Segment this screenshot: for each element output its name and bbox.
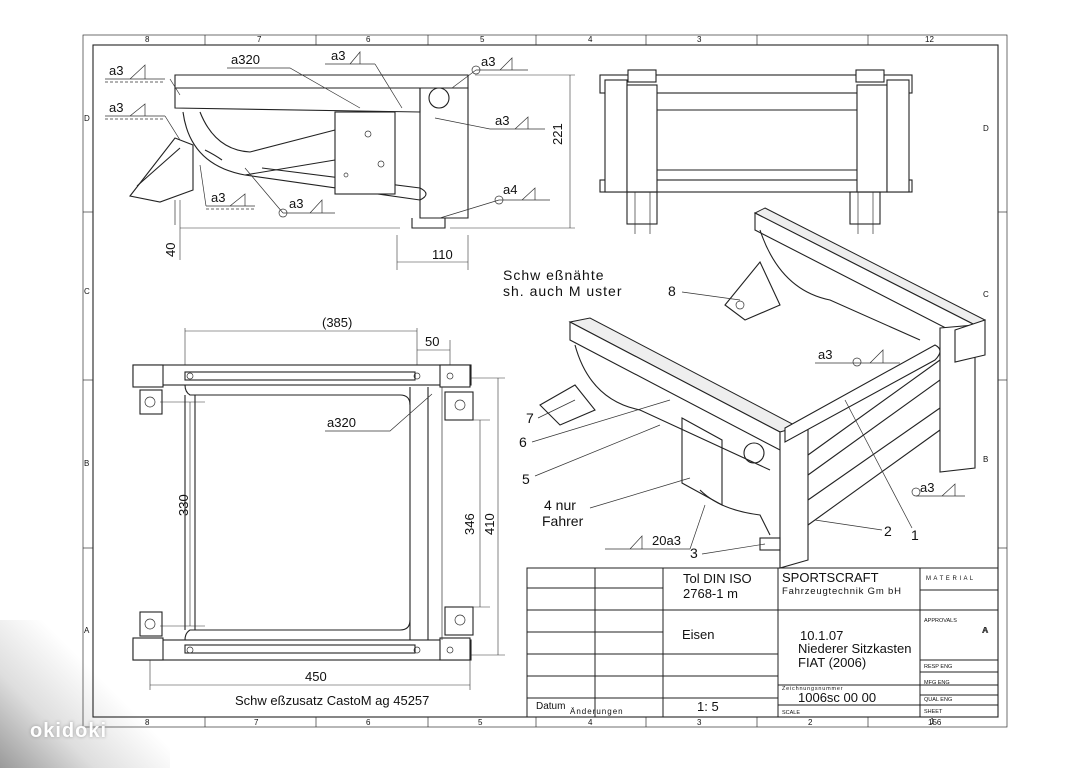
zone-right-2: C <box>983 290 989 299</box>
weld-a3-5: a3 <box>495 113 509 128</box>
callout-6: 6 <box>519 434 527 450</box>
company-name: SPORTSCRAFT <box>782 570 879 585</box>
title-block <box>526 567 999 718</box>
isometric-view <box>539 207 987 569</box>
zone-frame <box>82 34 1008 728</box>
side-view-welds: a3 a320 a3 a3 a3 a3 a3 a3 a4 <box>105 48 550 219</box>
zone-top-4: 5 <box>480 35 485 44</box>
datum-label: Datum <box>536 701 565 712</box>
callout-1: 1 <box>911 527 919 543</box>
iso-weld-a3-1: a3 <box>818 347 832 362</box>
weld-a3-3: a3 <box>481 54 495 69</box>
drawing-number-label: Zeichnungsnummer <box>782 686 843 692</box>
zone-bottom-4: 5 <box>478 718 483 727</box>
callout-4-line2: Fahrer <box>542 513 584 529</box>
callout-5: 5 <box>522 471 530 487</box>
dim-50: 50 <box>425 334 439 349</box>
tolerance-line2: 2768-1 m <box>683 586 738 601</box>
callout-3: 3 <box>690 545 698 561</box>
plan-weld-a320: a320 <box>327 415 356 430</box>
zone-bottom-2: 7 <box>254 718 259 727</box>
side-view <box>129 74 469 229</box>
drawing-number: 1006sc 00 00 <box>798 690 876 705</box>
zone-top-6: 3 <box>697 35 702 44</box>
zone-top-7: 12 <box>925 35 934 44</box>
zone-ticks <box>83 35 1007 727</box>
dim-221: 221 <box>550 123 565 145</box>
dim-410: 410 <box>482 513 497 535</box>
zone-top-2: 7 <box>257 35 262 44</box>
material-label: M A T E R I A L <box>926 576 974 582</box>
scale-label: SCALE <box>782 710 800 716</box>
sheet-label: SHEET <box>924 709 943 715</box>
zone-left-3: B <box>84 459 89 468</box>
tolerance-line1: Tol DIN ISO <box>683 571 752 586</box>
zone-right-1: D <box>983 124 989 133</box>
material-value: Eisen <box>682 627 715 642</box>
qual-eng-label: QUAL ENG <box>924 697 952 703</box>
zone-bottom-8: 156 <box>928 718 942 727</box>
drawing-title-1: Niederer Sitzkasten <box>798 641 911 656</box>
company-subtitle: Fahrzeugtechnik Gm bH <box>782 586 902 597</box>
zone-bottom-6: 3 <box>697 718 702 727</box>
dim-110: 110 <box>432 247 453 262</box>
callout-2: 2 <box>884 523 892 539</box>
iso-weld-a3-2: a3 <box>920 480 934 495</box>
weld-a3-2: a3 <box>331 48 345 63</box>
plan-view <box>132 364 474 661</box>
callout-7: 7 <box>526 410 534 426</box>
weld-note-line2: sh. auch M uster <box>503 283 623 299</box>
size-label: A <box>982 626 988 635</box>
weld-a3-1: a3 <box>109 63 123 78</box>
weld-a4: a4 <box>503 182 517 197</box>
weld-additive-note: Schw eßzusatz CastoM ag 45257 <box>235 693 429 708</box>
sheet-number: 1 <box>930 717 935 726</box>
drawing-date: 10.1.07 <box>800 628 843 643</box>
zone-bottom-7: 2 <box>808 718 813 727</box>
weld-a3-7: a3 <box>289 196 303 211</box>
drawing-title-2: FIAT (2006) <box>798 655 866 670</box>
resp-eng-label: RESP ENG <box>924 664 952 670</box>
zone-bottom-5: 4 <box>588 718 593 727</box>
plan-view-dimensions: (385) 50 330 346 410 450 <box>149 315 505 690</box>
zone-bottom-1: 8 <box>145 718 150 727</box>
dim-40: 40 <box>163 243 178 257</box>
iso-weld-20a3: 20a3 <box>652 533 681 548</box>
zone-left-4: A <box>84 626 90 635</box>
zone-right-3: B <box>983 455 988 464</box>
callout-8: 8 <box>668 283 676 299</box>
zone-bottom-3: 6 <box>366 718 371 727</box>
mfg-eng-label: MFG ENG <box>924 680 950 686</box>
dim-450: 450 <box>305 669 327 684</box>
zone-right-4: A <box>983 626 989 635</box>
zone-left-2: C <box>84 287 90 296</box>
dim-346: 346 <box>462 513 477 535</box>
callout-4-line1: 4 nur <box>544 497 576 513</box>
side-view-dimensions: 221 40 110 <box>163 74 575 270</box>
front-view <box>599 69 913 234</box>
approvals-label: APPROVALS <box>924 618 957 624</box>
dim-385: (385) <box>322 315 352 330</box>
isometric-callouts: 8 7 6 5 4 nur Fahrer 3 2 1 a3 a3 20a3 <box>519 283 965 561</box>
weld-note-line1: Schw eßnähte <box>503 267 605 283</box>
title-block-text: Tol DIN ISO 2768-1 m SPORTSCRAFT Fahrzeu… <box>536 570 988 726</box>
weld-a320: a320 <box>231 52 260 67</box>
zone-top-5: 4 <box>588 35 593 44</box>
plan-weld-leader <box>325 393 433 432</box>
weld-a3-6: a3 <box>211 190 225 205</box>
changes-label: Änderungen <box>570 707 624 716</box>
drawing-scale: 1: 5 <box>697 699 719 714</box>
zone-top-1: 8 <box>145 35 150 44</box>
dim-330: 330 <box>176 494 191 516</box>
watermark: okidoki <box>30 720 108 742</box>
weld-a3-4: a3 <box>109 100 123 115</box>
zone-left-1: D <box>84 114 90 123</box>
zone-top-3: 6 <box>366 35 371 44</box>
